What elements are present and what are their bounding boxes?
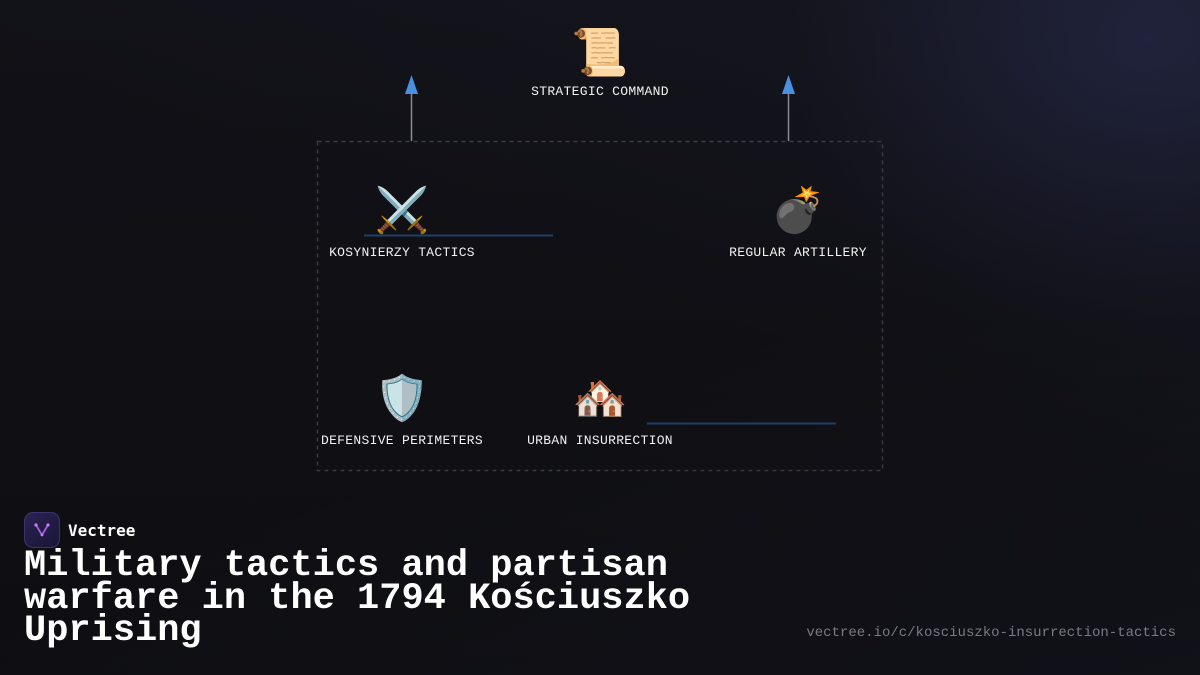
- page-title: Military tactics and partisan warfare in…: [24, 545, 691, 652]
- node-label: STRATEGIC COMMAND: [531, 84, 669, 99]
- houses-icon: 🏘️: [572, 373, 628, 424]
- group-boundary: [316, 140, 884, 472]
- node-label: DEFENSIVE PERIMETERS: [320, 433, 484, 448]
- crossed-swords-icon: ⚔️: [374, 185, 430, 236]
- bomb-icon: 💣: [770, 185, 826, 236]
- node-urban-insurrection[interactable]: 🏘️ URBAN INSURRECTION: [527, 373, 673, 448]
- arrow-right: [782, 75, 795, 141]
- node-label: REGULAR ARTILLERY: [729, 245, 867, 260]
- vectree-logo-icon: [24, 512, 60, 548]
- arrow-left: [405, 75, 418, 141]
- source-url[interactable]: vectree.io/c/kosciuszko-insurrection-tac…: [806, 625, 1176, 641]
- node-defensive-perimeters[interactable]: 🛡️ DEFENSIVE PERIMETERS: [321, 373, 483, 448]
- node-label: KOSYNIERZY TACTICS: [329, 245, 475, 260]
- node-kosynierzy-tactics[interactable]: ⚔️ KOSYNIERZY TACTICS: [329, 185, 475, 260]
- node-regular-artillery[interactable]: 💣 REGULAR ARTILLERY: [729, 185, 867, 260]
- shield-icon: 🛡️: [374, 373, 430, 424]
- brand-name: Vectree: [68, 520, 136, 540]
- node-strategic-command[interactable]: 📜 STRATEGIC COMMAND: [531, 26, 669, 99]
- brand[interactable]: Vectree: [24, 512, 135, 548]
- scroll-icon: 📜: [571, 25, 629, 79]
- node-label: URBAN INSURRECTION: [527, 433, 673, 448]
